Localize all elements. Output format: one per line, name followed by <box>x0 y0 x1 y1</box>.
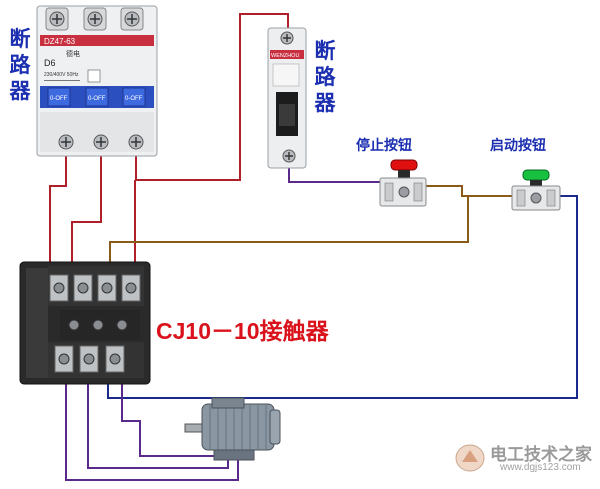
wire-breaker-l3-to-contactor <box>135 13 289 181</box>
breaker1p-brand: WENZHOU <box>271 53 299 59</box>
wire-start-to-coil <box>109 196 469 272</box>
wire-breaker1p-to-stop <box>288 168 380 183</box>
switch-label: 0-OFF <box>88 96 106 102</box>
breaker-label-left: 断路器 <box>9 27 31 103</box>
watermark-url: www.dgjs123.com <box>500 462 581 473</box>
wire-breaker-l2-to-contactor <box>71 150 102 272</box>
contactor-label: CJ10－10接触器 <box>156 318 329 344</box>
breaker-1pole: WENZHOU <box>267 27 307 169</box>
wire-contactor-to-motor-1 <box>65 372 239 481</box>
breaker3p-rating: D6 <box>44 58 56 68</box>
wire-breaker-l1-to-contactor <box>49 150 67 270</box>
switch-label: 0-OFF <box>50 96 68 102</box>
start-button <box>511 169 561 211</box>
contactor <box>19 261 151 385</box>
stop-button <box>379 159 427 207</box>
breaker-label-right: 断路器 <box>314 39 336 115</box>
breaker3p-specs: 230/400V 50Hz <box>44 72 79 78</box>
breaker3p-brand: DZ47-63 <box>44 37 76 46</box>
breaker3p-maker: 德电 <box>66 49 80 58</box>
wire-contactor-to-motor-2 <box>87 372 229 469</box>
breaker-3pole: DZ47-63 德电 D6 230/400V 50Hz 0-OFF 0-OFF … <box>36 5 158 157</box>
wire-start-to-aux <box>107 195 578 399</box>
switch-label: 0-OFF <box>125 96 143 102</box>
wire-stop-to-start <box>425 185 512 197</box>
stop-button-label: 停止按钮 <box>356 138 412 154</box>
motor <box>184 397 281 461</box>
watermark-logo <box>455 444 485 472</box>
start-button-label: 启动按钮 <box>490 138 546 154</box>
watermark-name: 电工技术之家 <box>490 445 592 465</box>
